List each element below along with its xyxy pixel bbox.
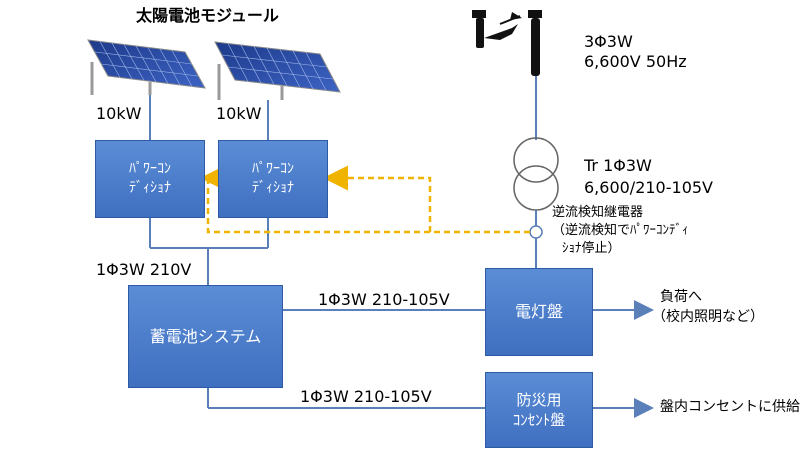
pcs-left-line2: ﾃﾞｨｼｮﾅ: [129, 180, 171, 196]
pcs-right-box: ﾊﾟﾜｰｺﾝ ﾃﾞｨｼｮﾅ: [218, 140, 328, 218]
battery-input-label: 1Φ3W 210V: [96, 260, 192, 279]
disaster-panel-line1: 防災用: [516, 390, 562, 409]
solar-panel-left: [87, 39, 206, 95]
solar-power-left: 10kW: [96, 104, 142, 123]
grid-spec-line2: 6,600V 50Hz: [584, 52, 687, 71]
battery-system-box: 蓄電池システム: [128, 285, 283, 388]
relay-label-line1: 逆流検知継電器: [552, 205, 644, 220]
disaster-outlet-panel-box: 防災用 ｺﾝｾﾝﾄ盤: [485, 372, 593, 448]
panel-feed-label: 1Φ3W 210-105V: [318, 290, 450, 309]
transformer-spec-line2: 6,600/210-105V: [584, 178, 713, 197]
disaster-feed-label: 1Φ3W 210-105V: [300, 387, 432, 406]
stop-signal-path: [200, 165, 530, 234]
outlet-output-label: 盤内コンセントに供給: [660, 399, 800, 415]
lighting-panel-box: 電灯盤: [485, 268, 593, 356]
load-output-line1: 負荷へ: [660, 289, 702, 305]
lighting-panel-label: 電灯盤: [514, 302, 563, 322]
disaster-panel-line2: ｺﾝｾﾝﾄ盤: [512, 411, 566, 429]
load-output-line2: （校内照明など）: [652, 309, 764, 325]
transformer-spec-line1: Tr 1Φ3W: [584, 156, 652, 175]
pcs-right-line1: ﾊﾟﾜｰｺﾝ: [252, 161, 294, 178]
pcs-left-line1: ﾊﾟﾜｰｺﾝ: [129, 161, 171, 178]
relay-sensor: [529, 225, 543, 239]
solar-power-right: 10kW: [216, 104, 262, 123]
battery-system-label: 蓄電池システム: [149, 326, 262, 346]
pcs-left-box: ﾊﾟﾜｰｺﾝ ﾃﾞｨｼｮﾅ: [95, 140, 205, 218]
solar-panel-right: [214, 41, 341, 100]
relay-label-line2: （逆流検知でﾊﾟﾜｰｺﾝﾃﾞｨ: [552, 223, 689, 238]
solar-module-title: 太陽電池モジュール: [136, 6, 279, 25]
transformer-symbol: [513, 137, 559, 211]
pcs-right-line2: ﾃﾞｨｼｮﾅ: [252, 180, 294, 196]
utility-pole-icon: [472, 10, 542, 76]
relay-label-line3: ｼｮﾅ停止）: [562, 241, 621, 256]
grid-spec-line1: 3Φ3W: [584, 32, 633, 51]
